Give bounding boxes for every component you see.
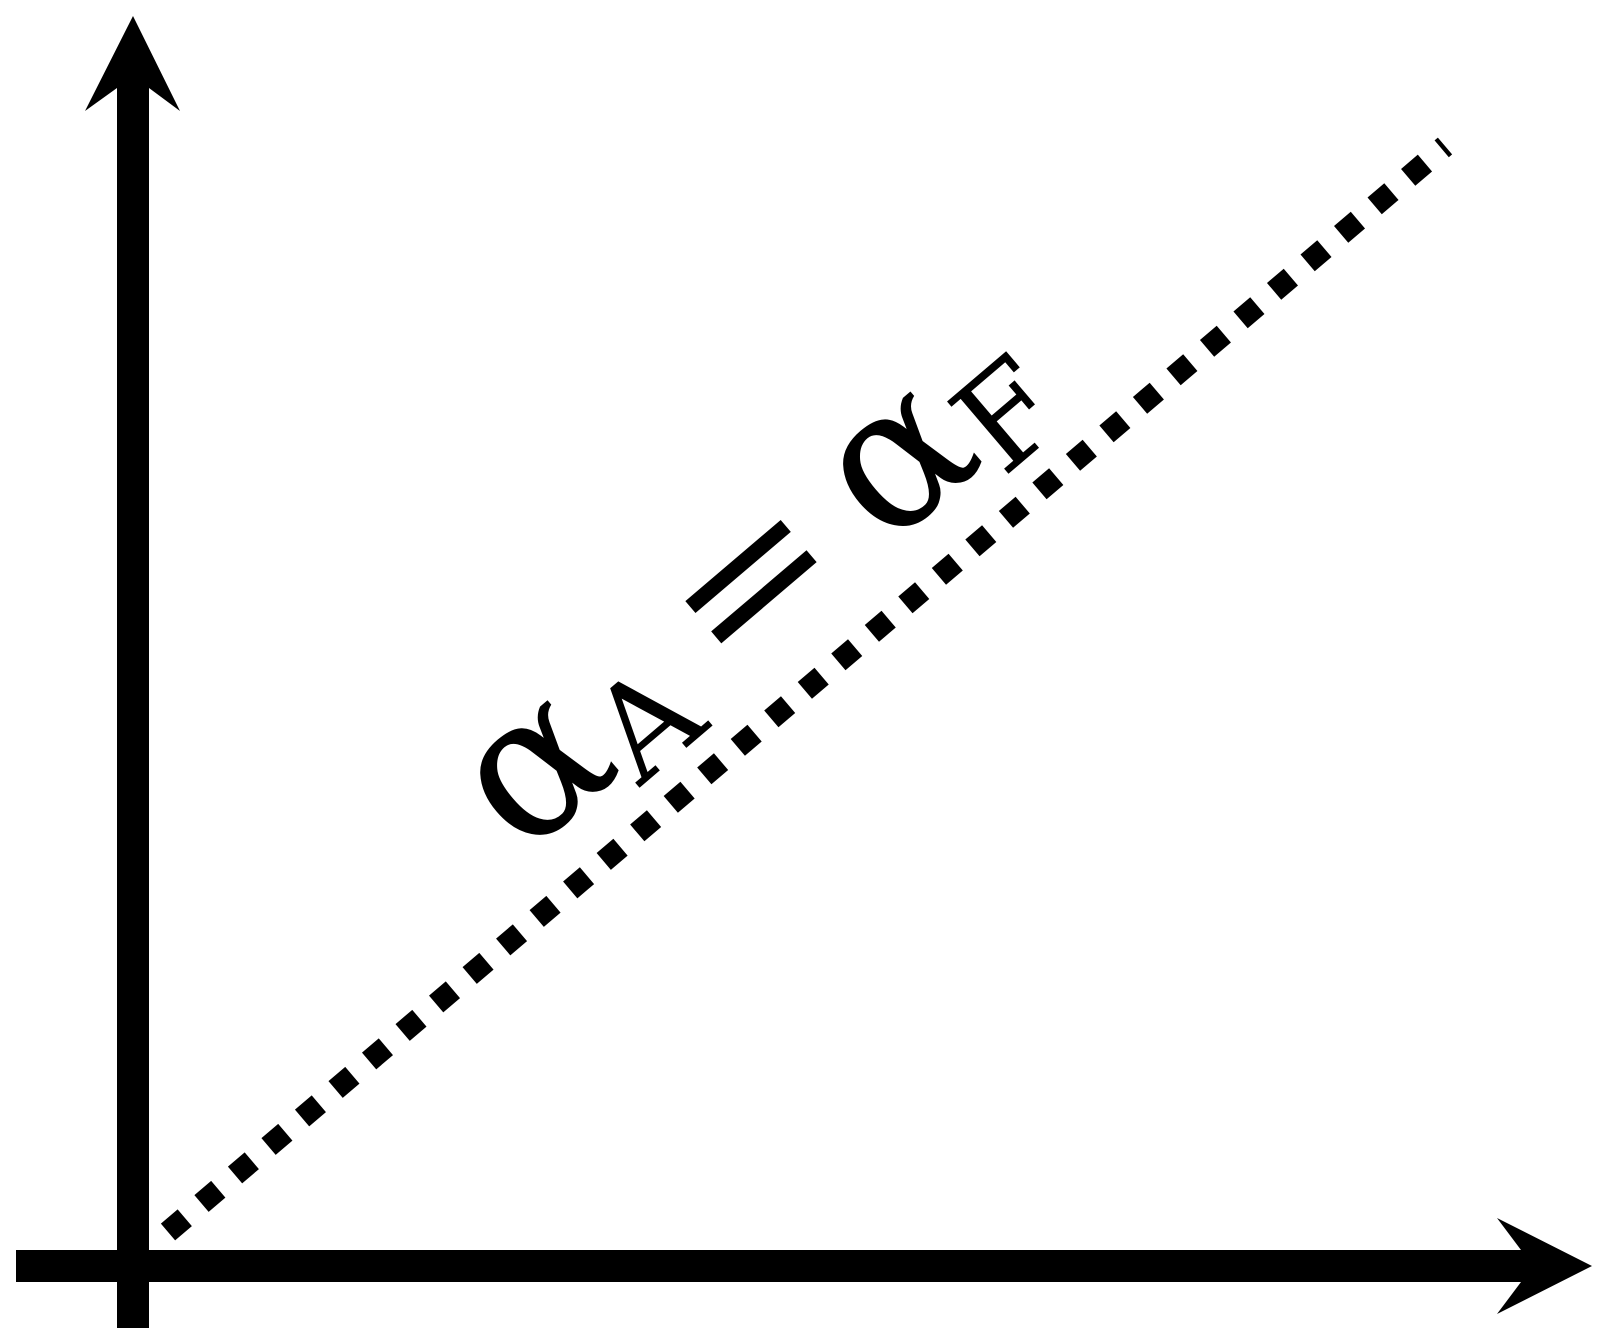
- equation-label-group: αA=αF: [403, 262, 1092, 898]
- equation-label: αA=αF: [403, 262, 1092, 898]
- dotted-proportional-line: [160, 137, 1453, 1241]
- y-axis-arrowhead: [85, 16, 180, 111]
- x-axis-arrowhead: [1497, 1218, 1592, 1314]
